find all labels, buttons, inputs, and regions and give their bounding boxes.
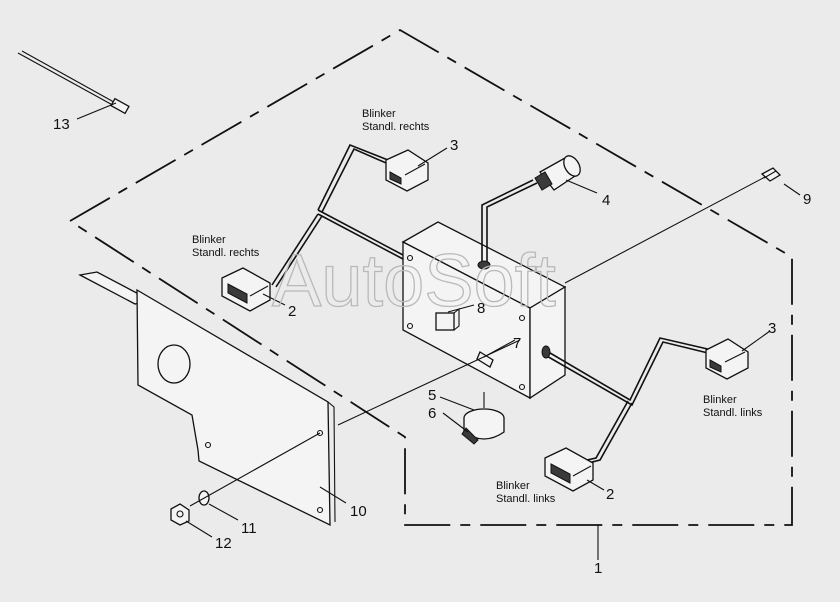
label-standl-rechts-left: Standl. rechts [192, 247, 260, 259]
plate-hole [157, 344, 191, 384]
callout-2-right: 2 [606, 486, 614, 503]
callout-11: 11 [241, 520, 257, 537]
label-standl-links-right: Standl. links [703, 407, 763, 419]
label-standl-rechts-top: Standl. rechts [362, 121, 430, 133]
screw [760, 167, 782, 182]
fastener-axis [189, 432, 321, 507]
callout-12: 12 [215, 535, 232, 552]
buzzer [461, 392, 505, 445]
connector-3-top [385, 149, 429, 192]
label-blinker-left: Blinker [192, 234, 226, 246]
callout-3-right: 3 [768, 320, 776, 337]
label-standl-links-bottom: Standl. links [496, 493, 556, 505]
callout-9: 9 [803, 191, 811, 208]
watermark: AutoSoft [272, 239, 556, 322]
callout-4: 4 [602, 192, 610, 209]
label-blinker-right: Blinker [703, 394, 737, 406]
cable-tie [17, 50, 130, 115]
callout-1: 1 [594, 560, 602, 577]
connector-2-left [221, 267, 271, 312]
callout-6: 6 [428, 405, 436, 422]
connector-3-right [705, 338, 749, 380]
label-blinker-bottom: Blinker [496, 480, 530, 492]
callout-5: 5 [428, 387, 436, 404]
nut-washer [170, 490, 210, 526]
assembly-boundary [68, 28, 793, 526]
label-blinker-top: Blinker [362, 108, 396, 120]
relay [435, 312, 455, 331]
callout-3-top: 3 [450, 137, 458, 154]
callout-10: 10 [350, 503, 367, 520]
callout-2-left: 2 [288, 303, 296, 320]
leader-lines [76, 102, 801, 560]
mounting-plate [78, 271, 336, 527]
callout-13: 13 [53, 116, 70, 133]
wiring-harness [271, 143, 713, 466]
callout-7: 7 [513, 335, 521, 352]
connector-2-right [544, 447, 594, 492]
round-plug [534, 155, 581, 191]
callout-8: 8 [477, 300, 485, 317]
